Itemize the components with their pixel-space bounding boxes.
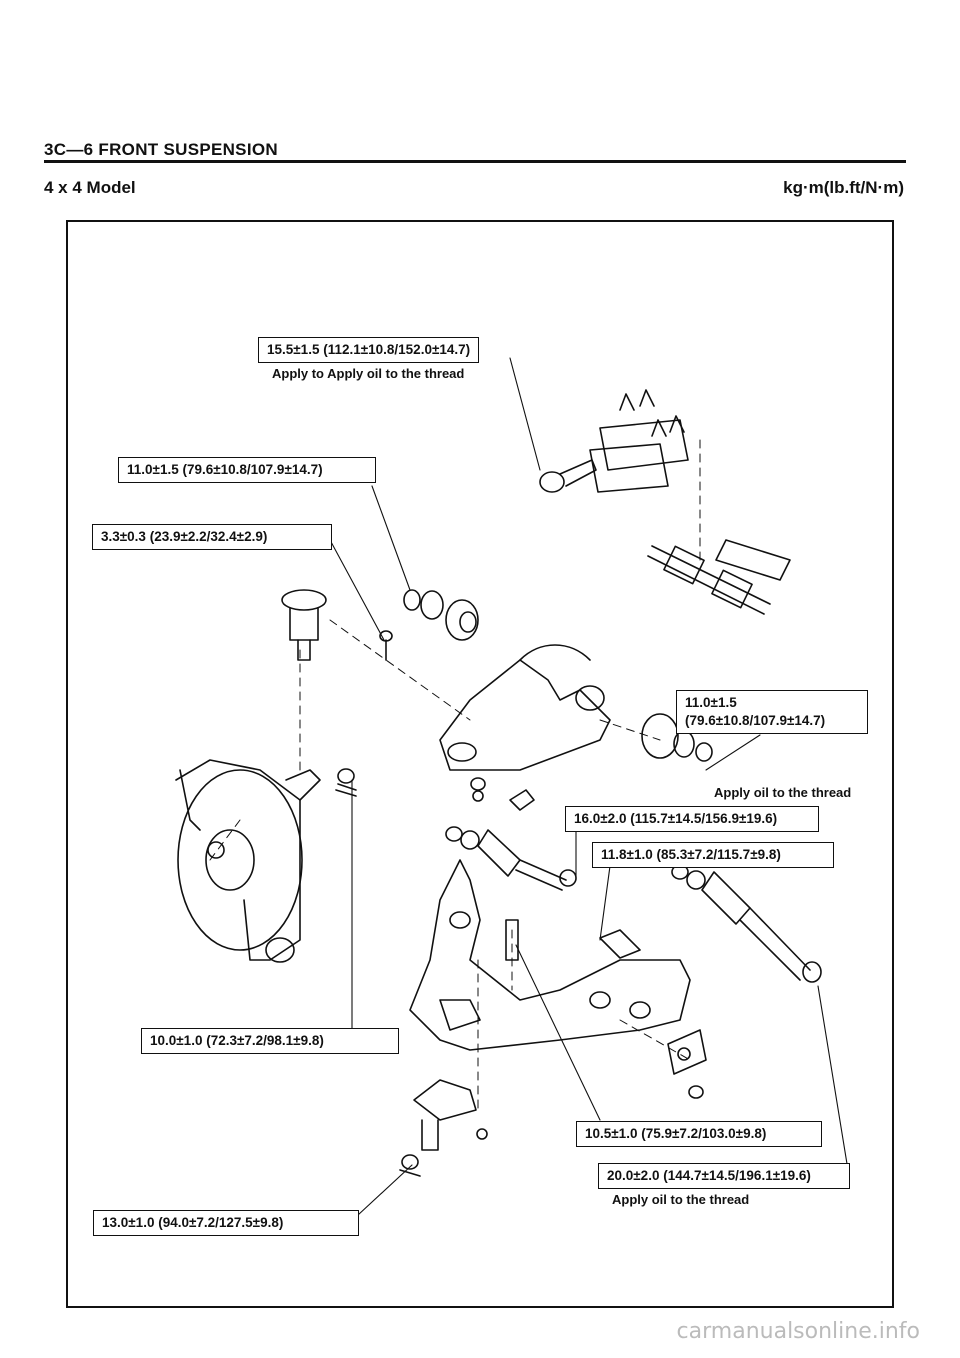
note-apply-oil-shaft: Apply oil to the thread [714,785,852,800]
lower-bushing-front [445,826,577,891]
upper-bushings [403,589,713,762]
unit-label: kg·m(lb.ft/N·m) [783,178,904,197]
torque-value: 20.0±2.0 (144.7±14.5/196.1±19.6) [607,1168,811,1183]
torque-spec-lower-front-bolt: 16.0±2.0 (115.7±14.5/156.9±19.6) [565,806,819,832]
upper-ball-joint [281,589,393,661]
torque-value: 3.3±0.3 (23.9±2.2/32.4±2.9) [101,529,268,544]
torque-spec-lower-ball-joint-nut: 13.0±1.0 (94.0±7.2/127.5±9.8) [93,1210,359,1236]
upper-shaft [647,539,791,615]
torque-spec-knuckle-nut: 10.0±1.0 (72.3±7.2/98.1±9.8) [141,1028,399,1054]
header-rule [44,160,906,163]
torque-value: 11.0±1.5 (79.6±10.8/107.9±14.7) [127,462,323,477]
torque-spec-upper-bolt: 15.5±1.5 (112.1±10.8/152.0±14.7) [258,337,480,363]
torque-value-line2: (79.6±10.8/107.9±14.7) [685,713,826,728]
torque-value: 10.5±1.0 (75.9±7.2/103.0±9.8) [585,1126,767,1141]
lower-ball-joint [399,1079,488,1177]
torque-value: 11.0±1.5 [685,695,737,710]
diagram-frame [66,220,894,1308]
watermark: carmanualsonline.info [676,1319,920,1344]
upper-control-arm [439,644,611,771]
camber-plate [667,1029,707,1099]
torque-spec-lower-ball-joint-bolt: 10.5±1.0 (75.9±7.2/103.0±9.8) [576,1121,822,1147]
note-apply-oil-upper: Apply to Apply oil to the thread [272,366,465,381]
lower-bushing-rear [671,864,822,983]
torque-spec-upper-shaft-nut: 11.0±1.5 (79.6±10.8/107.9±14.7) [676,690,868,734]
torque-spec-lower-rear-bolt: 20.0±2.0 (144.7±14.5/196.1±19.6) [598,1163,850,1189]
lower-bolts [505,919,641,961]
lower-control-arm [409,859,691,1051]
torque-spec-lower-arm-bolt: 11.8±1.0 (85.3±7.2/115.7±9.8) [592,842,834,868]
note-apply-oil-lower: Apply oil to the thread [612,1192,750,1207]
torque-value: 10.0±1.0 (72.3±7.2/98.1±9.8) [150,1033,324,1048]
leader-lines [329,357,849,1216]
torque-value: 16.0±2.0 (115.7±14.5/156.9±19.6) [574,811,778,826]
shims [589,389,689,493]
torque-value: 13.0±1.0 (94.0±7.2/127.5±9.8) [102,1215,284,1230]
small-nuts [470,777,535,811]
torque-spec-upper-arm-nut: 11.0±1.5 (79.6±10.8/107.9±14.7) [118,457,376,483]
section-title: 3C—6 FRONT SUSPENSION [44,140,278,159]
knuckle-nut [335,768,357,797]
torque-value: 11.8±1.0 (85.3±7.2/115.7±9.8) [601,847,781,862]
knuckle-hub [175,759,321,963]
model-title: 4 x 4 Model [44,178,136,197]
torque-value: 15.5±1.5 (112.1±10.8/152.0±14.7) [267,342,471,357]
torque-spec-ball-joint-bolt: 3.3±0.3 (23.9±2.2/32.4±2.9) [92,524,332,550]
upper-bolt [539,459,597,493]
assembly-lines [209,439,701,1111]
